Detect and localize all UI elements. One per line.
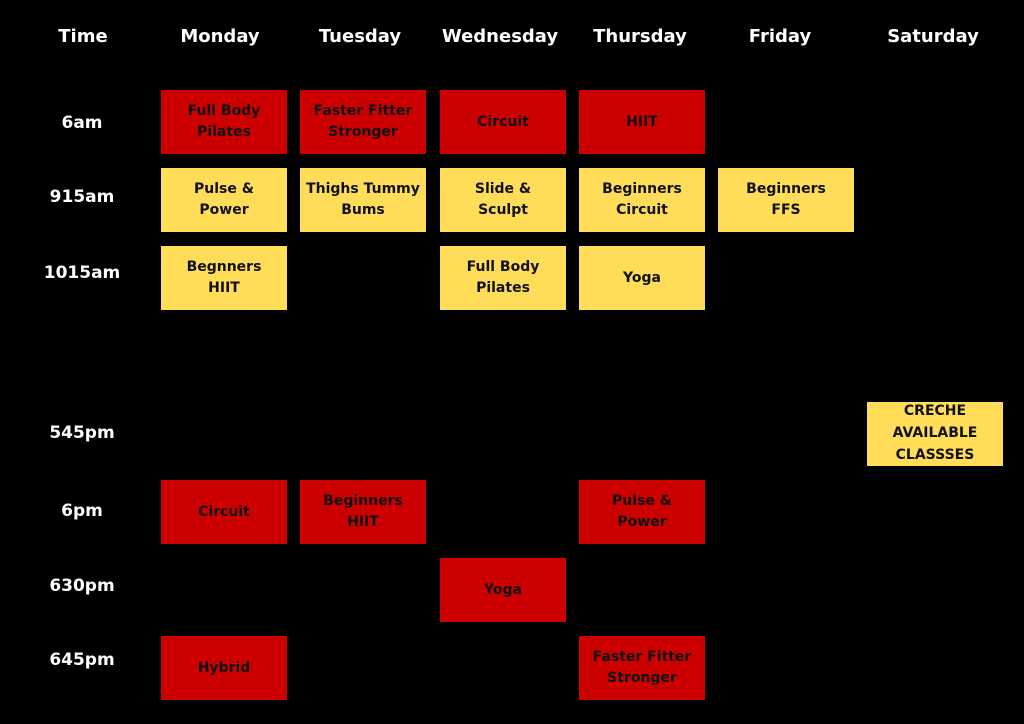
time-label-1015am: 1015am: [43, 263, 121, 283]
class-cell-wednesday-915am: Slide &Sculpt: [440, 168, 566, 232]
class-cell-wednesday-6am: Circuit: [440, 90, 566, 154]
class-cell-thursday-6am: HIIT: [579, 90, 705, 154]
header-tuesday: Tuesday: [318, 26, 402, 47]
time-label-6am: 6am: [61, 113, 103, 133]
header-wednesday: Wednesday: [441, 26, 559, 47]
class-cell-wednesday-630pm: Yoga: [440, 558, 566, 622]
time-label-645pm: 645pm: [49, 650, 115, 670]
time-label-545pm: 545pm: [49, 423, 115, 443]
time-label-630pm: 630pm: [49, 576, 115, 596]
class-cell-monday-645pm: Hybrid: [161, 636, 287, 700]
class-cell-monday-6pm: Circuit: [161, 480, 287, 544]
header-saturday: Saturday: [887, 26, 979, 47]
header-thursday: Thursday: [593, 26, 687, 47]
time-label-6pm: 6pm: [61, 501, 103, 521]
class-cell-thursday-1015am: Yoga: [579, 246, 705, 310]
class-cell-thursday-6pm: Pulse &Power: [579, 480, 705, 544]
header-monday: Monday: [180, 26, 260, 47]
class-cell-monday-915am: Pulse &Power: [161, 168, 287, 232]
time-label-915am: 915am: [49, 187, 115, 207]
header-time: Time: [58, 26, 108, 47]
header-friday: Friday: [748, 26, 812, 47]
